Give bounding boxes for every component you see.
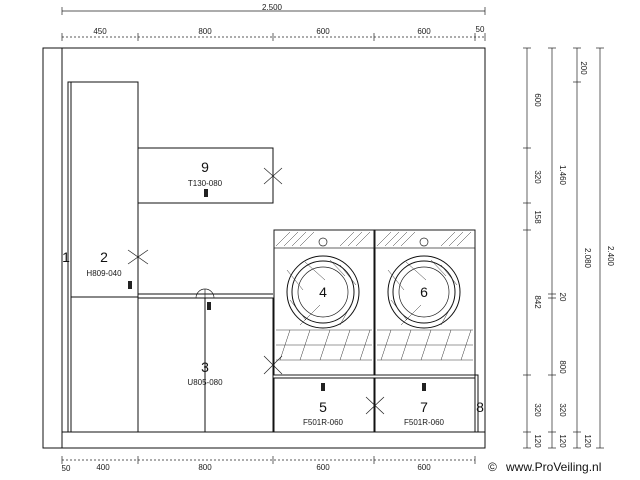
unit-8-end-panel: 8	[474, 374, 484, 433]
dim-right-320-c: 320	[558, 403, 567, 417]
unit-3-handle	[207, 302, 211, 310]
dim-right-600: 600	[533, 93, 542, 107]
dim-right-320-b: 320	[533, 403, 542, 417]
unit-4-door-outer	[286, 255, 360, 329]
copyright-symbol: ©	[488, 460, 497, 474]
unit-2-handle	[128, 281, 132, 289]
dim-bottom-600-a: 600	[316, 463, 330, 472]
unit-7-number: 7	[420, 399, 428, 415]
unit-5-handle	[321, 383, 325, 391]
dim-bottom-600-b: 600	[417, 463, 431, 472]
unit-3-number: 3	[201, 359, 209, 375]
dim-right-200: 200	[579, 61, 588, 75]
unit-2-tall-cabinet: 2 H809-040	[70, 81, 149, 433]
unit-4-control-knob	[318, 237, 328, 247]
dim-total-width: 2.500	[262, 3, 283, 12]
unit-6-control-knob	[419, 237, 429, 247]
dim-top-50: 50	[476, 25, 485, 34]
unit-2-code: H809-040	[86, 269, 122, 278]
worktop	[138, 293, 273, 299]
unit-4-door-inner	[297, 266, 349, 318]
unit-6-door-inner	[398, 266, 450, 318]
unit-4-number: 4	[319, 284, 327, 300]
dim-right-842: 842	[533, 295, 542, 309]
top-dimensions: 2.500 450 800 600 600 50	[61, 3, 486, 41]
unit-7-base-unit: 7 F501R-060	[374, 374, 476, 433]
unit-3-base-cabinet: 3 U805-080	[137, 288, 283, 433]
dim-right-120-b: 120	[558, 434, 567, 448]
unit-1-side-panel: 1	[62, 81, 72, 433]
unit-9-code: T130-080	[188, 179, 223, 188]
unit-9-handle	[204, 189, 208, 197]
dim-bottom-400: 400	[96, 463, 110, 472]
unit-5-number: 5	[319, 399, 327, 415]
watermark-text: www.ProVeiling.nl	[505, 460, 601, 474]
dim-right-20: 20	[558, 293, 567, 302]
unit-2-number: 2	[100, 249, 108, 265]
unit-9-number: 9	[201, 159, 209, 175]
bottom-dimensions: 50 400 800 600 600	[62, 456, 476, 473]
dim-right-158: 158	[533, 210, 542, 224]
dim-right-120-a: 120	[533, 434, 542, 448]
dim-bottom-50: 50	[62, 464, 71, 473]
dim-top-450: 450	[93, 27, 107, 36]
unit-6-number: 6	[420, 284, 428, 300]
unit-9-wall-cabinet: 9 T130-080	[137, 147, 283, 204]
dim-right-2080: 2.080	[583, 248, 592, 269]
dim-right-800: 800	[558, 360, 567, 374]
unit-6-door-outer	[387, 255, 461, 329]
dim-bottom-800: 800	[198, 463, 212, 472]
unit-7-code: F501R-060	[404, 418, 445, 427]
unit-5-code: F501R-060	[303, 418, 344, 427]
right-dimensions: 600 320 158 842 320 120 1.460 20 800 320…	[523, 47, 615, 449]
dim-right-320-a: 320	[533, 170, 542, 184]
unit-4-washing-machine: 4	[273, 229, 375, 376]
unit-3-code: U805-080	[187, 378, 223, 387]
dim-top-800: 800	[198, 27, 212, 36]
unit-7-handle	[422, 383, 426, 391]
dim-right-120-c: 120	[583, 434, 592, 448]
unit-8-number: 8	[476, 399, 484, 415]
dim-top-600-a: 600	[316, 27, 330, 36]
watermark: © www.ProVeiling.nl	[488, 460, 601, 474]
unit-6-dryer: 6	[374, 229, 476, 376]
unit-5-base-unit: 5 F501R-060	[273, 374, 385, 433]
dim-right-1460: 1.460	[558, 165, 567, 186]
unit-1-number: 1	[62, 249, 70, 265]
dim-top-600-b: 600	[417, 27, 431, 36]
dim-right-2400: 2.400	[606, 246, 615, 267]
